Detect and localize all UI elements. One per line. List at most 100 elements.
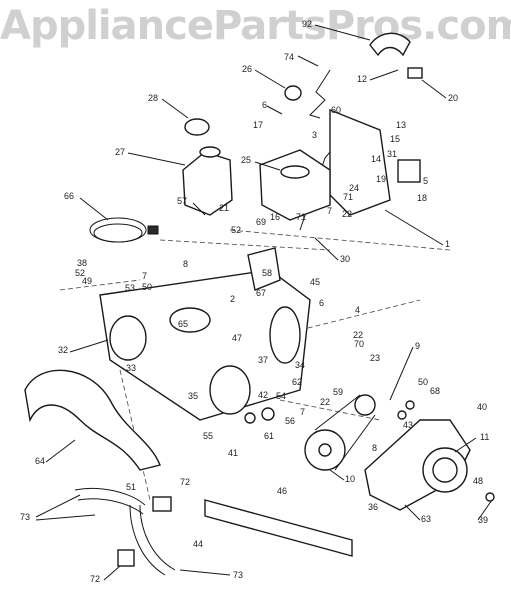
label-30: 30 [340, 254, 350, 264]
label-70: 70 [354, 339, 364, 349]
label-55: 55 [203, 431, 213, 441]
label-72a: 72 [180, 477, 190, 487]
part-55-bearing [244, 412, 256, 424]
auger-spiral [24, 369, 161, 471]
label-60: 60 [331, 105, 341, 115]
label-56: 56 [285, 416, 295, 426]
auger-bearing-plate [209, 365, 251, 415]
part-72-plate-top [152, 496, 172, 512]
label-69: 69 [256, 217, 266, 227]
label-47: 47 [232, 333, 242, 343]
label-18: 18 [417, 193, 427, 203]
label-74: 74 [284, 52, 294, 62]
part-20-knob [407, 67, 423, 79]
part-43-washer [397, 410, 407, 420]
label-53: 53 [125, 283, 135, 293]
label-65: 65 [178, 319, 188, 329]
label-25: 25 [241, 155, 251, 165]
label-5: 5 [423, 176, 428, 186]
label-8a: 8 [183, 259, 188, 269]
watermark-logo: AppliancePartsPros.com [0, 3, 511, 49]
label-62: 62 [292, 377, 302, 387]
label-9: 9 [415, 341, 420, 351]
label-39: 39 [478, 515, 488, 525]
label-10: 10 [345, 474, 355, 484]
fuel-cap [184, 118, 210, 136]
label-66: 66 [64, 191, 74, 201]
part-labels: 92 74 26 12 20 28 6 60 13 17 3 15 27 25 … [20, 19, 489, 584]
pulley-59 [354, 394, 376, 416]
label-57: 57 [177, 196, 187, 206]
label-58: 58 [262, 268, 272, 278]
label-71a: 71 [343, 192, 353, 202]
extension-cord [89, 217, 159, 243]
drive-belt [314, 394, 376, 471]
label-7c: 7 [300, 407, 305, 417]
skid-shoe-lower-inner [139, 504, 176, 571]
label-12: 12 [357, 74, 367, 84]
label-2: 2 [230, 294, 235, 304]
label-92: 92 [302, 19, 312, 29]
auger-housing-side-plate [109, 315, 147, 361]
label-11: 11 [480, 432, 489, 442]
label-36: 36 [368, 502, 378, 512]
part-72-plate-bottom [117, 549, 135, 567]
label-8b: 8 [372, 443, 377, 453]
label-43: 43 [403, 420, 413, 430]
label-37: 37 [258, 355, 268, 365]
label-1: 1 [445, 239, 450, 249]
label-72b: 72 [90, 574, 100, 584]
label-27: 27 [115, 147, 125, 157]
label-15: 15 [390, 134, 400, 144]
part-58-bracket [247, 247, 281, 291]
label-42: 42 [258, 390, 268, 400]
label-41: 41 [228, 448, 238, 458]
handle-rod [309, 69, 331, 119]
engine-top-cap [280, 165, 310, 179]
belt-cover-cap [485, 492, 495, 502]
label-40: 40 [477, 402, 487, 412]
skid-shoe-upper [74, 487, 146, 506]
fuel-tank-neck [199, 146, 221, 158]
pulley-10-hub [318, 443, 332, 457]
auger-drive-flange [269, 306, 301, 364]
label-49: 49 [82, 276, 92, 286]
label-6a: 6 [262, 100, 267, 110]
label-48: 48 [473, 476, 483, 486]
label-28: 28 [148, 93, 158, 103]
label-24: 24 [349, 183, 359, 193]
part-26-knob [284, 85, 302, 101]
label-22a: 22 [342, 209, 352, 219]
engine-assembly [259, 149, 331, 221]
label-19: 19 [376, 174, 386, 184]
label-23: 23 [370, 353, 380, 363]
label-33: 33 [126, 363, 136, 373]
label-73a: 73 [20, 512, 30, 522]
part-61-bearing [261, 407, 275, 421]
label-16: 16 [270, 212, 280, 222]
label-13: 13 [396, 120, 406, 130]
label-34: 34 [295, 360, 305, 370]
skid-shoe-upper-inner [77, 498, 144, 515]
label-14: 14 [371, 154, 381, 164]
label-50b: 50 [418, 377, 428, 387]
label-17: 17 [253, 120, 263, 130]
label-73b: 73 [233, 570, 243, 580]
skid-shoe-lower [129, 504, 166, 576]
label-71b: 71 [296, 212, 306, 222]
label-3: 3 [312, 130, 317, 140]
label-61: 61 [264, 431, 274, 441]
label-26: 26 [242, 64, 252, 74]
label-22c: 22 [320, 397, 330, 407]
label-59: 59 [333, 387, 343, 397]
impeller-opening [169, 307, 211, 333]
label-51: 51 [126, 482, 136, 492]
label-38: 38 [77, 258, 87, 268]
label-50a: 50 [142, 282, 152, 292]
label-52a: 52 [231, 225, 241, 235]
belt-cover-wheel-inner [432, 457, 458, 483]
scraper-bar [204, 499, 353, 557]
label-68: 68 [430, 386, 440, 396]
label-7b: 7 [142, 271, 147, 281]
label-6b: 6 [319, 298, 324, 308]
